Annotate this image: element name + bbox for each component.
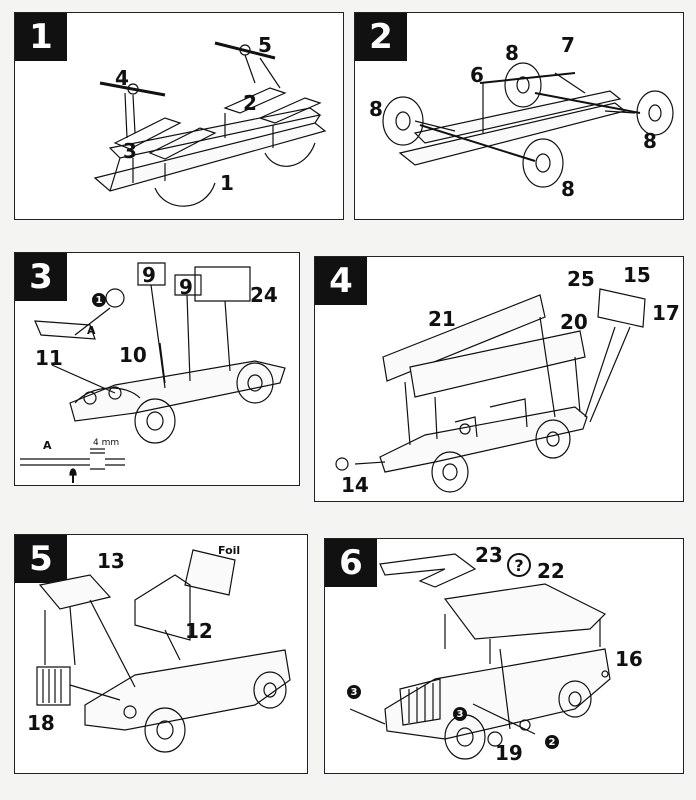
callout-20: 20 <box>560 310 588 334</box>
callout-mark-3-center: 3 <box>453 707 467 721</box>
step-6-badge: 6 <box>325 539 377 587</box>
step-2-panel: 2 8 7 6 8 8 8 <box>354 12 684 220</box>
callout-9: 9 <box>142 263 156 287</box>
step-3-badge: 3 <box>15 253 67 301</box>
step-4-drawing <box>335 288 646 493</box>
callout-6: 6 <box>470 63 484 87</box>
step-5-badge: 5 <box>15 535 67 583</box>
detail-a-letter: A <box>43 439 52 452</box>
step-3-drawing <box>20 262 286 483</box>
callout-13: 13 <box>97 549 125 573</box>
callout-21: 21 <box>428 307 456 331</box>
callout-11: 11 <box>35 346 63 370</box>
callout-15: 15 <box>623 263 651 287</box>
callout-8-right: 8 <box>643 129 657 153</box>
callout-a: A <box>87 324 96 337</box>
callout-12: 12 <box>185 619 213 643</box>
callout-10: 10 <box>119 343 147 367</box>
callout-1: 1 <box>220 171 234 195</box>
callout-16: 16 <box>615 647 643 671</box>
step-3-panel: 3 9 9 <box>14 252 300 486</box>
callout-8: 8 <box>505 41 519 65</box>
callout-22: 22 <box>537 559 565 583</box>
callout-4: 4 <box>115 66 129 90</box>
question-mark-icon: ? <box>507 553 531 577</box>
callout-8-bottom: 8 <box>561 177 575 201</box>
step-4-badge: 4 <box>315 257 367 305</box>
callout-3: 3 <box>123 139 137 163</box>
detail-a-dimension: 4 mm <box>93 438 120 448</box>
step-4-panel: 4 25 15 17 21 20 14 <box>314 256 684 502</box>
callout-8-left: 8 <box>369 97 383 121</box>
step-6-panel: 6 23 ? 22 16 3 3 2 19 <box>324 538 684 774</box>
callout-mark-1: 1 <box>92 293 106 307</box>
callout-foil: Foil <box>218 544 241 557</box>
step-6-drawing <box>349 553 611 760</box>
callout-19: 19 <box>495 741 523 765</box>
callout-mark-3-left: 3 <box>347 685 361 699</box>
step-1-drawing <box>93 41 327 207</box>
step-5-drawing <box>36 549 291 753</box>
step-1-panel: 1 5 4 2 3 1 <box>14 12 344 220</box>
callout-24: 24 <box>250 283 278 307</box>
callout-23: 23 <box>475 543 503 567</box>
callout-25: 25 <box>567 267 595 291</box>
callout-mark-2: 2 <box>545 735 559 749</box>
callout-18: 18 <box>27 711 55 735</box>
callout-7: 7 <box>561 33 575 57</box>
step-1-badge: 1 <box>15 13 67 61</box>
callout-14: 14 <box>341 473 369 497</box>
step-5-panel: 5 13 Foil 12 18 <box>14 534 308 774</box>
callout-5: 5 <box>258 33 272 57</box>
step-2-drawing <box>382 62 674 188</box>
callout-9-b: 9 <box>179 275 193 299</box>
callout-17: 17 <box>652 301 680 325</box>
callout-2: 2 <box>243 91 257 115</box>
step-2-badge: 2 <box>355 13 407 61</box>
